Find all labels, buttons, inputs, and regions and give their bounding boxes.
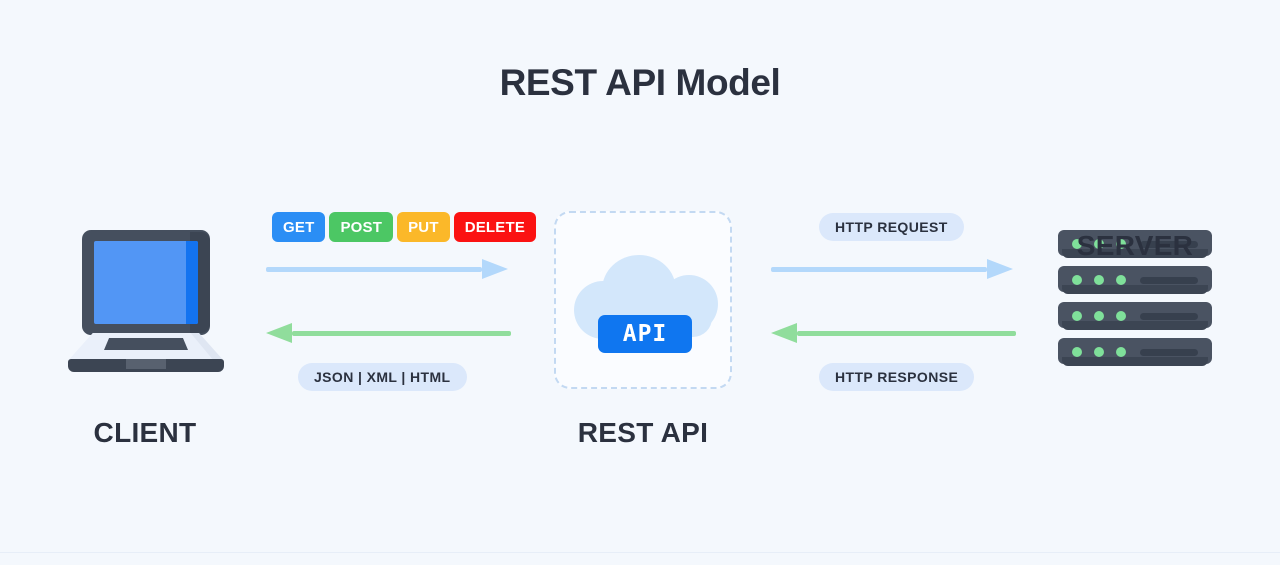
server-rack-unit [1058, 338, 1212, 368]
laptop-screen-strip [186, 241, 198, 324]
rack-shadow [1062, 285, 1208, 294]
server-label: SERVER [1076, 230, 1194, 261]
server-rack-unit [1058, 302, 1212, 332]
arrow-head [482, 259, 508, 279]
arrow-client-to-api-request [266, 259, 508, 279]
http-method-badges: GET POST PUT DELETE [272, 212, 537, 242]
rack-slot [1140, 277, 1198, 284]
rack-led [1072, 311, 1082, 321]
rack-shadow [1062, 249, 1208, 258]
rack-led [1072, 347, 1082, 357]
rack-led [1072, 239, 1082, 249]
rack-led [1094, 311, 1104, 321]
rack-led [1072, 275, 1082, 285]
rest-api-label: REST API [577, 417, 709, 448]
arrow-shaft [797, 331, 1016, 336]
page-title: REST API Model [499, 62, 781, 103]
arrow-shaft [771, 267, 987, 272]
rack-slot [1140, 313, 1198, 320]
arrow-head [987, 259, 1013, 279]
method-badge-get[interactable]: GET [272, 212, 326, 242]
arrow-head [266, 323, 292, 343]
server-rack-unit [1058, 266, 1212, 296]
rack-led [1094, 275, 1104, 285]
method-badge-put[interactable]: PUT [397, 212, 450, 242]
rack-shadow [1062, 321, 1208, 330]
server-rack-icon [1058, 230, 1212, 372]
method-badge-post[interactable]: POST [329, 212, 394, 242]
rack-slot [1140, 349, 1198, 356]
arrow-shaft [266, 267, 482, 272]
rack-led [1116, 275, 1126, 285]
laptop-keyboard [104, 338, 188, 350]
rack-led [1116, 311, 1126, 321]
method-badge-delete[interactable]: DELETE [453, 212, 537, 242]
server-rack-unit [1058, 230, 1212, 260]
arrow-server-to-api-response [771, 323, 1016, 343]
rack-shadow [1062, 357, 1208, 366]
laptop-trackpad [126, 359, 166, 369]
laptop-screen [94, 241, 198, 324]
rack-led [1116, 239, 1126, 249]
arrow-api-to-client-response [266, 323, 511, 343]
api-badge: API [598, 315, 692, 353]
arrow-head [771, 323, 797, 343]
client-label: CLIENT [93, 417, 197, 448]
arrow-shaft [292, 331, 511, 336]
arrow-api-to-server-request [771, 259, 1013, 279]
rest-api-box: API [554, 211, 732, 389]
rack-led [1094, 347, 1104, 357]
response-formats-pill: JSON | XML | HTML [298, 363, 467, 391]
http-request-pill: HTTP REQUEST [819, 213, 964, 241]
rack-led [1094, 239, 1104, 249]
rack-led [1116, 347, 1126, 357]
laptop-icon [68, 230, 224, 372]
rack-slot [1140, 241, 1198, 248]
http-response-pill: HTTP RESPONSE [819, 363, 975, 391]
bottom-divider [0, 552, 1280, 553]
